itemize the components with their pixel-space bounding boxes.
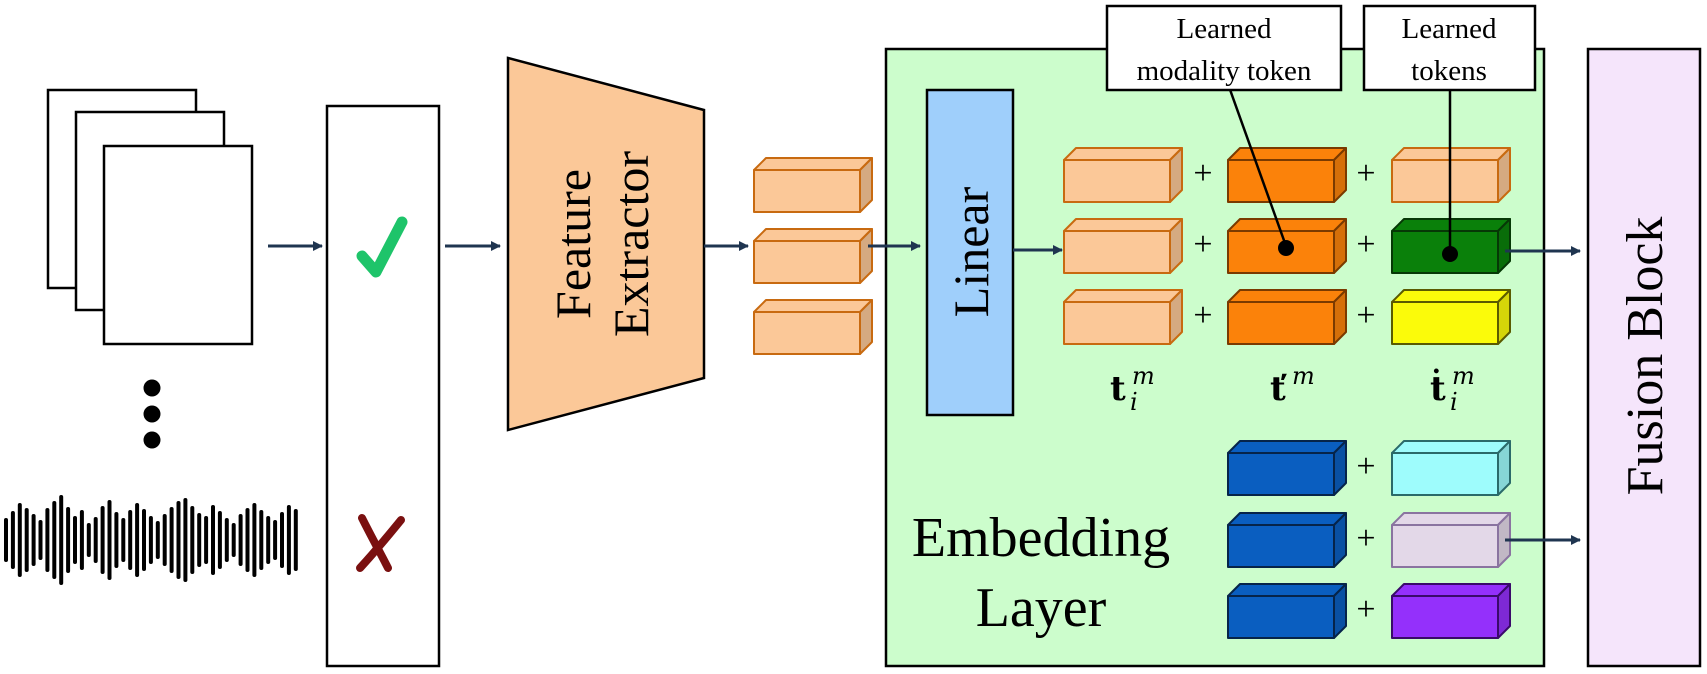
symbol-t-i-m: t m i <box>1110 362 1155 416</box>
symbol-col3-sup: m <box>1452 362 1475 390</box>
token-r3-c2 <box>1227 289 1347 345</box>
token-r1-c2 <box>1227 147 1347 203</box>
audio-waveform-icon <box>4 495 298 585</box>
plus-sign: + <box>1193 155 1212 192</box>
callout-modality-token-line1: Learned <box>1177 13 1272 45</box>
plus-sign: + <box>1356 448 1375 485</box>
cross-mark-icon <box>356 514 405 572</box>
plus-sign: + <box>1193 226 1212 263</box>
bottom-token-r1-c1 <box>1227 440 1347 496</box>
plus-sign: + <box>1356 155 1375 192</box>
symbol-col3-sub: i <box>1450 388 1458 416</box>
callout-pointers <box>1226 83 1452 252</box>
callout-learned-tokens: Learned tokens <box>1362 4 1537 92</box>
token-r3-c1 <box>1063 289 1183 345</box>
symbol-col1-base: t <box>1110 369 1126 409</box>
modality-selector-box <box>325 104 441 668</box>
check-mark-icon <box>356 216 408 278</box>
feature-token <box>753 157 873 213</box>
linear-label: Linear <box>943 186 999 317</box>
bottom-token-r1-c2 <box>1391 440 1511 496</box>
feature-extractor-label-line2: Extractor <box>603 151 659 337</box>
feature-token <box>753 228 873 284</box>
embedding-layer-label-line1: Embedding <box>912 507 1170 569</box>
token-r1-c1 <box>1063 147 1183 203</box>
embedding-layer-label-line2: Layer <box>976 577 1107 639</box>
bottom-token-r3-c1 <box>1227 583 1347 639</box>
fusion-block: Fusion Block <box>1586 47 1702 668</box>
callout-learned-tokens-line2: tokens <box>1411 55 1487 87</box>
plus-sign: + <box>1193 297 1212 334</box>
linear-layer: Linear <box>925 88 1015 417</box>
modality-token-pointer-dot <box>1278 240 1294 256</box>
symbol-col1-sub: i <box>1130 388 1138 416</box>
fusion-block-label: Fusion Block <box>1617 217 1674 496</box>
callout-modality-token-line2: modality token <box>1137 55 1312 87</box>
symbol-col3-base: ṫ <box>1430 368 1446 409</box>
callout-learned-modality-token: Learned modality token <box>1105 4 1343 92</box>
plus-sign: + <box>1356 520 1375 557</box>
token-r3-c3 <box>1391 289 1511 345</box>
plus-sign: + <box>1356 591 1375 628</box>
bottom-token-r3-c2 <box>1391 583 1511 639</box>
feature-token <box>753 299 873 355</box>
callout-learned-tokens-line1: Learned <box>1402 13 1497 45</box>
symbol-col2-base: ť <box>1270 369 1287 409</box>
symbol-t-dot-i-m: ṫ m i <box>1430 362 1475 416</box>
bottom-token-r2-c1 <box>1227 512 1347 568</box>
feature-extractor-label-line1: Feature <box>545 169 601 319</box>
plus-sign: + <box>1356 297 1375 334</box>
plus-signs: + + + + + + + + + <box>1193 155 1375 628</box>
extracted-feature-tokens <box>753 157 873 355</box>
plus-sign: + <box>1356 226 1375 263</box>
feature-extractor: Feature Extractor <box>506 56 706 432</box>
bottom-token-r2-c2 <box>1391 512 1511 568</box>
symbol-col1-sup: m <box>1132 362 1155 390</box>
vertical-ellipsis-icon <box>143 379 161 449</box>
stacked-pages-icon <box>46 88 254 346</box>
token-r2-c1 <box>1063 218 1183 274</box>
symbol-t-check-m: ť m <box>1270 362 1315 409</box>
learned-token-pointer-dot <box>1442 246 1458 262</box>
symbol-col2-sup: m <box>1292 362 1315 390</box>
